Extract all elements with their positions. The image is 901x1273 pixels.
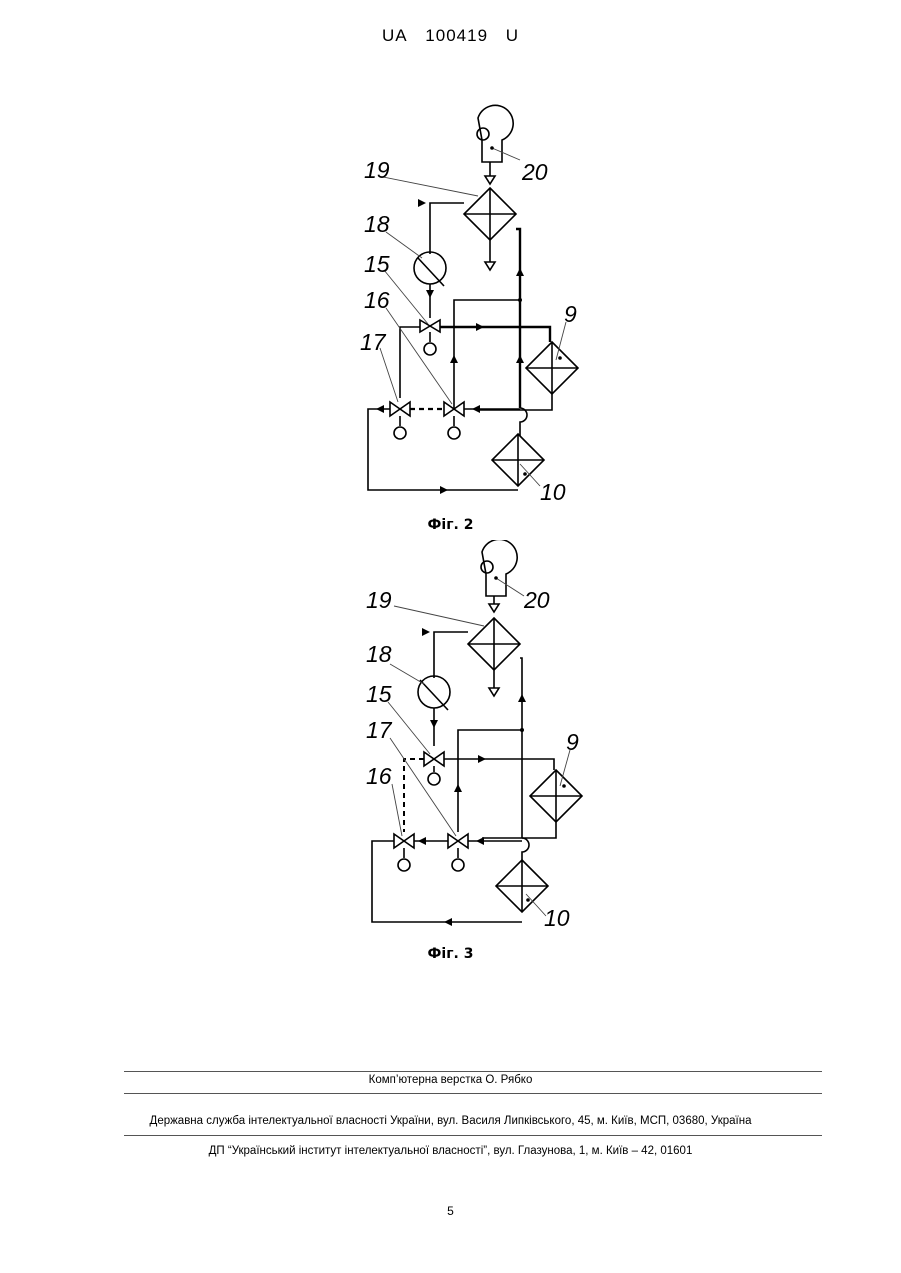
fan-icon — [477, 105, 513, 162]
label-10: 10 — [540, 479, 566, 505]
heat-exchanger-19 — [468, 618, 520, 670]
label-16: 16 — [364, 287, 390, 313]
label-20: 20 — [523, 587, 550, 613]
label-20: 20 — [521, 159, 548, 185]
layout-credit: Комп’ютерна верстка О. Рябко — [0, 1074, 901, 1086]
label-19: 19 — [364, 157, 390, 183]
valve-17 — [448, 834, 468, 871]
page-number: 5 — [0, 1204, 901, 1218]
heat-exchanger-10 — [492, 434, 544, 486]
label-17: 17 — [366, 717, 393, 743]
heat-exchanger-9 — [530, 770, 582, 822]
heat-exchanger-10 — [496, 860, 548, 912]
figure-2-caption: Фіг. 2 — [0, 517, 901, 533]
valve-17 — [390, 402, 410, 439]
pump-18 — [418, 676, 450, 710]
agency-address: Державна служба інтелектуальної власност… — [0, 1115, 901, 1127]
heat-exchanger-9 — [526, 342, 578, 394]
footer-divider — [124, 1071, 822, 1072]
label-18: 18 — [364, 211, 390, 237]
label-15: 15 — [366, 681, 392, 707]
label-10: 10 — [544, 905, 570, 931]
heat-exchanger-19 — [464, 188, 516, 240]
label-18: 18 — [366, 641, 392, 667]
valve-16 — [394, 834, 414, 871]
valve-15 — [420, 320, 440, 355]
label-16: 16 — [366, 763, 392, 789]
institute-address: ДП “Український інститут інтелектуальної… — [0, 1145, 901, 1157]
label-9: 9 — [566, 729, 579, 755]
figure-3-diagram: 19 20 18 15 17 16 9 10 — [0, 540, 901, 940]
footer-divider — [124, 1135, 822, 1136]
label-15: 15 — [364, 251, 390, 277]
label-19: 19 — [366, 587, 392, 613]
figure-2-diagram: 19 20 18 15 16 17 9 10 — [0, 0, 901, 520]
footer-divider — [124, 1093, 822, 1094]
valve-15 — [424, 752, 444, 785]
label-17: 17 — [360, 329, 387, 355]
pump-18 — [414, 252, 446, 286]
label-9: 9 — [564, 301, 577, 327]
figure-3-caption: Фіг. 3 — [0, 946, 901, 962]
